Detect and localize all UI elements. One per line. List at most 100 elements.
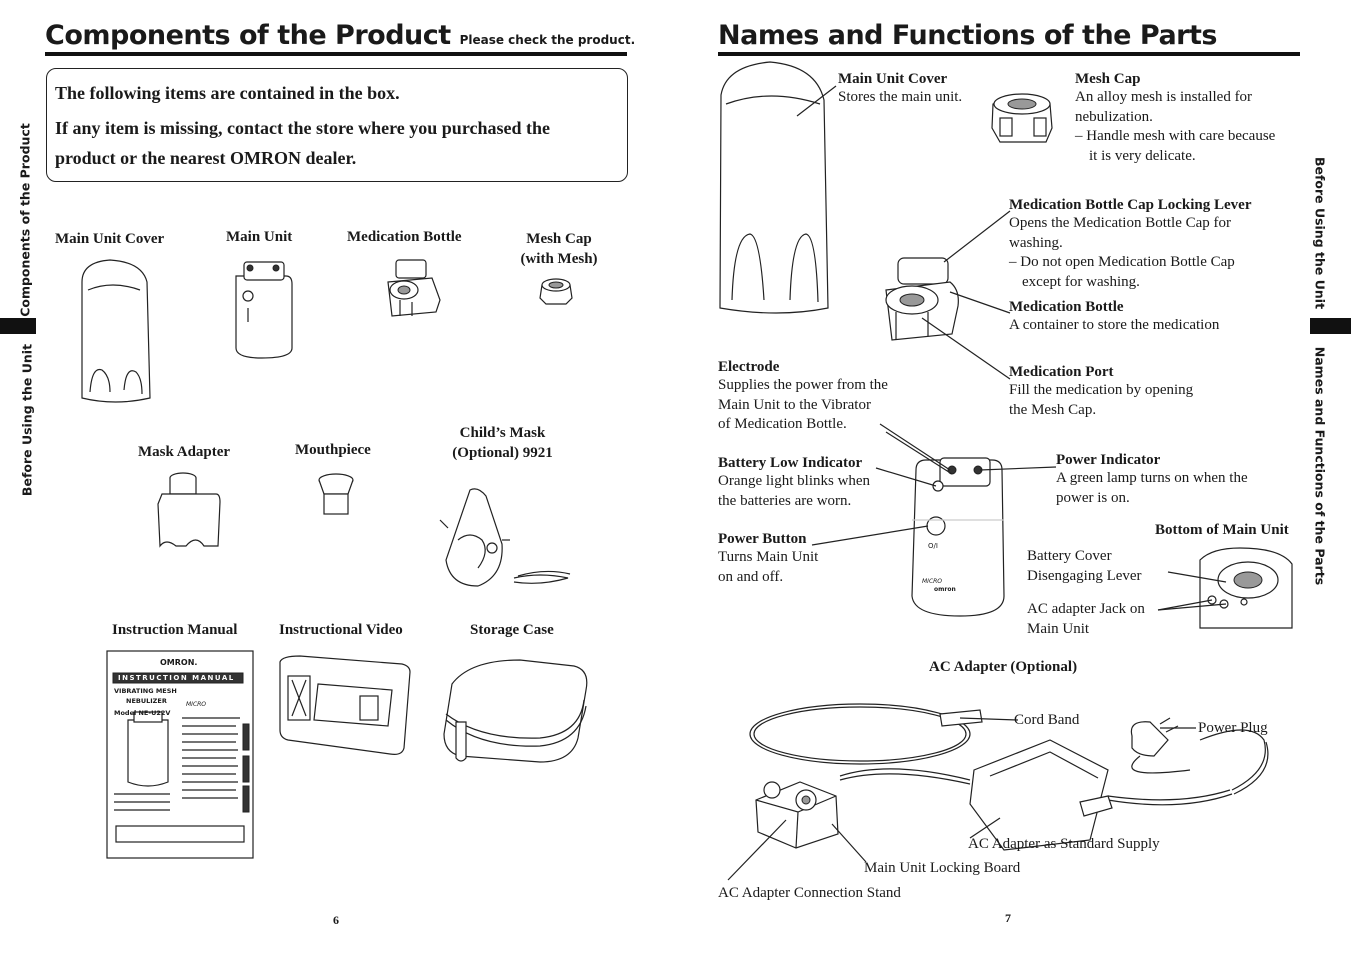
item-mask-adapter-label: Mask Adapter (138, 444, 231, 460)
callout-medication-port: Medication Port Fill the medication by o… (1009, 364, 1193, 420)
medication-port-desc-1: Fill the medication by opening (1009, 382, 1194, 398)
left-title-text: Components of the Product (45, 20, 451, 51)
callout-ac-jack: AC adapter Jack on Main Unit (1027, 600, 1145, 639)
electrode-desc-1: Supplies the power from the (718, 377, 888, 393)
item-mesh-cap-label: Mesh Cap (with Mesh) (505, 229, 613, 269)
callout-battery-cover: Battery Cover Disengaging Lever (1027, 547, 1142, 586)
mesh-cap-note-1: – Handle mesh with care because (1075, 128, 1276, 144)
power-indicator-desc-2: power is on. (1056, 489, 1130, 506)
medication-bottle-desc: A container to store the medication (1009, 317, 1220, 333)
cap-lever-note-2: except for washing. (1022, 273, 1140, 290)
callout-cap-lever: Medication Bottle Cap Locking Lever Open… (1009, 197, 1251, 292)
ac-adapter-image (749, 703, 1269, 851)
medication-port-desc-2: the Mesh Cap. (1009, 401, 1097, 418)
instruction-manual-image (106, 650, 254, 859)
callout-power-button: Power Button Turns Main Unit on and off. (718, 531, 818, 587)
ac-jack-line-2: Main Unit (1027, 620, 1090, 637)
callout-mesh-cap: Mesh Cap An alloy mesh is installed for … (1075, 71, 1275, 166)
ac-jack-line-1: AC adapter Jack on (1027, 601, 1145, 617)
cap-lever-note-1: – Do not open Medication Bottle Cap (1009, 254, 1235, 270)
item-childs-mask-label: Child’s Mask (Optional) 9921 (440, 423, 565, 463)
left-subtitle: Please check the product (459, 33, 631, 47)
medication-bottle-image (387, 259, 441, 317)
main-unit-image (235, 261, 293, 359)
callout-main-unit-cover: Main Unit Cover Stores the main unit. (838, 71, 962, 108)
battery-cover-line-2: Disengaging Lever (1027, 567, 1142, 584)
right-page-number: 7 (1005, 911, 1011, 925)
left-subtitle-period: . (630, 33, 636, 47)
power-button-desc-2: on and off. (718, 568, 784, 585)
childs-mask-line-1: Child’s Mask (459, 425, 546, 441)
main-unit-cover-desc: Stores the main unit. (838, 89, 963, 105)
cord-band-label: Cord Band (1014, 712, 1080, 728)
left-title-rule (45, 52, 627, 56)
right-page-title: Names and Functions of the Parts (718, 20, 1217, 51)
mesh-cap-desc-2: nebulization. (1075, 108, 1153, 125)
left-page-title: Components of the Product Please check t… (45, 20, 635, 51)
mesh-cap-line-1: Mesh Cap (526, 231, 592, 247)
mesh-cap-line-2: (with Mesh) (520, 251, 598, 267)
cap-lever-name: Medication Bottle Cap Locking Lever (1009, 197, 1252, 213)
notice-line-1: The following items are contained in the… (55, 83, 400, 103)
power-button-name: Power Button (718, 531, 807, 547)
instructional-video-image (279, 655, 411, 755)
notice-line-2: If any item is missing, contact the stor… (55, 118, 550, 168)
childs-mask-image (439, 488, 571, 587)
battery-low-name: Battery Low Indicator (718, 455, 863, 471)
item-instruction-manual-label: Instruction Manual (112, 622, 238, 638)
childs-mask-line-2: (Optional) 9921 (452, 445, 553, 461)
electrode-desc-3: of Medication Bottle. (718, 416, 847, 432)
battery-low-desc-2: the batteries are worn. (718, 492, 852, 509)
cap-lever-desc-1: Opens the Medication Bottle Cap for (1009, 215, 1232, 231)
bottom-unit-image (1199, 547, 1293, 629)
callout-power-indicator: Power Indicator A green lamp turns on wh… (1056, 452, 1248, 508)
standard-supply-label: AC Adapter as Standard Supply (968, 836, 1160, 852)
mesh-cap-detail-image (991, 93, 1053, 143)
item-main-unit-cover-label: Main Unit Cover (55, 231, 165, 247)
callout-electrode: Electrode Supplies the power from the Ma… (718, 359, 888, 435)
leader-lines (727, 85, 1227, 881)
power-button-desc-1: Turns Main Unit (718, 549, 819, 565)
mesh-cap-image (539, 278, 573, 305)
right-side-tab-marker (1310, 318, 1351, 334)
power-indicator-name: Power Indicator (1056, 452, 1161, 468)
item-main-unit-label: Main Unit (226, 229, 293, 245)
main-unit-detail-image (911, 457, 1005, 617)
notice-box (46, 68, 628, 182)
left-illustrations (81, 259, 588, 859)
medication-bottle-name: Medication Bottle (1009, 299, 1124, 315)
locking-board-label: Main Unit Locking Board (864, 860, 1021, 876)
mesh-cap-desc-1: An alloy mesh is installed for (1075, 89, 1253, 105)
mask-adapter-image (157, 472, 221, 548)
unit-power-symbol: O/I (928, 542, 938, 550)
bottom-of-main-unit-heading: Bottom of Main Unit (1155, 522, 1289, 538)
manual-model: Model NE-U22V (114, 709, 171, 717)
ac-adapter-heading: AC Adapter (Optional) (929, 659, 1078, 675)
cover-large-image (719, 61, 829, 314)
mouthpiece-image (318, 473, 354, 515)
cap-lever-desc-2: washing. (1009, 234, 1063, 251)
manual-line-1: VIBRATING MESH (114, 687, 177, 695)
manual-brand: OMRON. (160, 658, 198, 667)
battery-cover-line-1: Battery Cover (1027, 548, 1112, 564)
mesh-cap-note-2: it is very delicate. (1089, 147, 1196, 164)
manual-line-2: NEBULIZER (126, 697, 167, 705)
item-mouthpiece-label: Mouthpiece (295, 442, 371, 458)
left-side-tab-marker (0, 318, 36, 334)
electrode-desc-2: Main Unit to the Vibrator (718, 396, 871, 413)
electrode-name: Electrode (718, 359, 780, 375)
battery-low-desc-1: Orange light blinks when (718, 473, 871, 489)
main-unit-cover-image (81, 259, 151, 403)
mesh-cap-name: Mesh Cap (1075, 71, 1141, 87)
item-instructional-video-label: Instructional Video (279, 622, 403, 638)
right-title-rule (718, 52, 1300, 56)
unit-logo: MICRO (922, 578, 943, 585)
connection-stand-label: AC Adapter Connection Stand (718, 885, 901, 901)
medication-bottle-detail-image (885, 257, 959, 341)
main-unit-cover-name: Main Unit Cover (838, 71, 948, 87)
callout-battery-low: Battery Low Indicator Orange light blink… (718, 455, 870, 511)
item-storage-case-label: Storage Case (470, 622, 554, 638)
power-plug-label: Power Plug (1198, 720, 1268, 736)
item-medication-bottle-label: Medication Bottle (347, 229, 462, 245)
unit-brand: omron (934, 586, 956, 593)
